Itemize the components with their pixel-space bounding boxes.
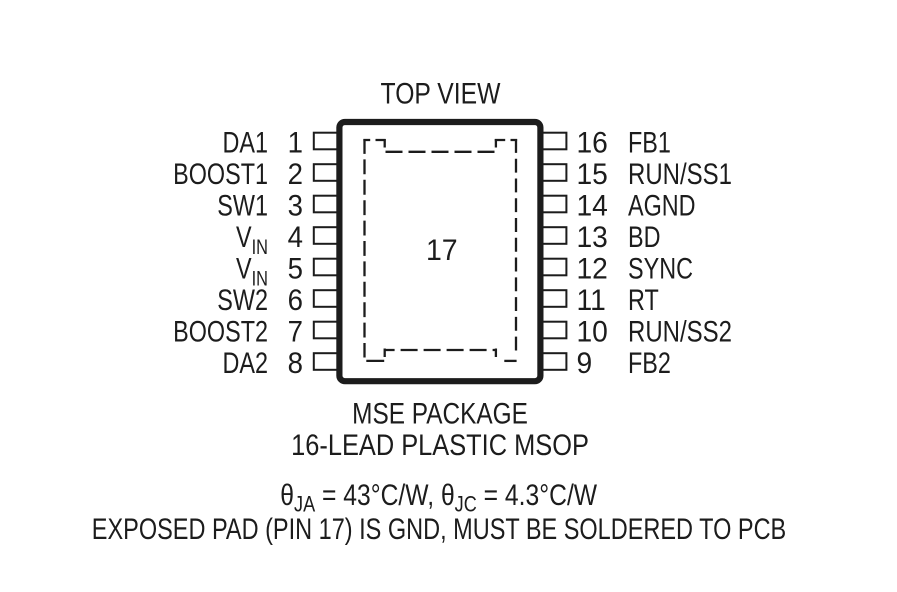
svg-text:FB1: FB1 xyxy=(628,126,671,159)
svg-text:16-LEAD PLASTIC MSOP: 16-LEAD PLASTIC MSOP xyxy=(291,428,589,461)
svg-text:RUN/SS2: RUN/SS2 xyxy=(628,314,732,348)
svg-text:RT: RT xyxy=(628,283,659,316)
svg-text:AGND: AGND xyxy=(628,189,696,222)
svg-text:7: 7 xyxy=(288,315,303,348)
svg-text:16: 16 xyxy=(577,127,608,160)
svg-text:TOP VIEW: TOP VIEW xyxy=(381,76,501,110)
svg-text:EXPOSED PAD (PIN 17) IS GND, M: EXPOSED PAD (PIN 17) IS GND, MUST BE SOL… xyxy=(92,512,786,545)
svg-text:DA1: DA1 xyxy=(222,126,268,159)
svg-text:9: 9 xyxy=(577,347,593,380)
svg-text:SW1: SW1 xyxy=(217,189,268,222)
svg-text:BOOST2: BOOST2 xyxy=(173,315,268,348)
svg-text:BD: BD xyxy=(628,220,660,253)
svg-text:SW2: SW2 xyxy=(217,283,268,316)
svg-text:17: 17 xyxy=(426,235,458,268)
svg-text:FB2: FB2 xyxy=(628,346,671,379)
svg-text:8: 8 xyxy=(288,347,303,380)
svg-text:MSE PACKAGE: MSE PACKAGE xyxy=(352,396,528,430)
svg-text:RUN/SS1: RUN/SS1 xyxy=(628,156,732,190)
svg-text:13: 13 xyxy=(577,221,608,254)
svg-text:11: 11 xyxy=(577,284,606,317)
svg-text:15: 15 xyxy=(577,158,608,191)
svg-text:1: 1 xyxy=(288,126,303,159)
svg-text:5: 5 xyxy=(288,252,303,285)
svg-text:θJA = 43°C/W, θJC = 4.3°C/W: θJA = 43°C/W, θJC = 4.3°C/W xyxy=(280,478,597,517)
svg-text:6: 6 xyxy=(288,284,303,317)
svg-text:12: 12 xyxy=(577,253,608,286)
svg-text:4: 4 xyxy=(288,221,303,254)
svg-text:2: 2 xyxy=(288,158,303,191)
svg-text:BOOST1: BOOST1 xyxy=(173,157,268,190)
svg-text:14: 14 xyxy=(577,190,608,223)
svg-text:10: 10 xyxy=(577,316,608,349)
svg-text:SYNC: SYNC xyxy=(628,252,693,285)
svg-text:DA2: DA2 xyxy=(222,346,268,379)
svg-text:3: 3 xyxy=(288,189,303,222)
